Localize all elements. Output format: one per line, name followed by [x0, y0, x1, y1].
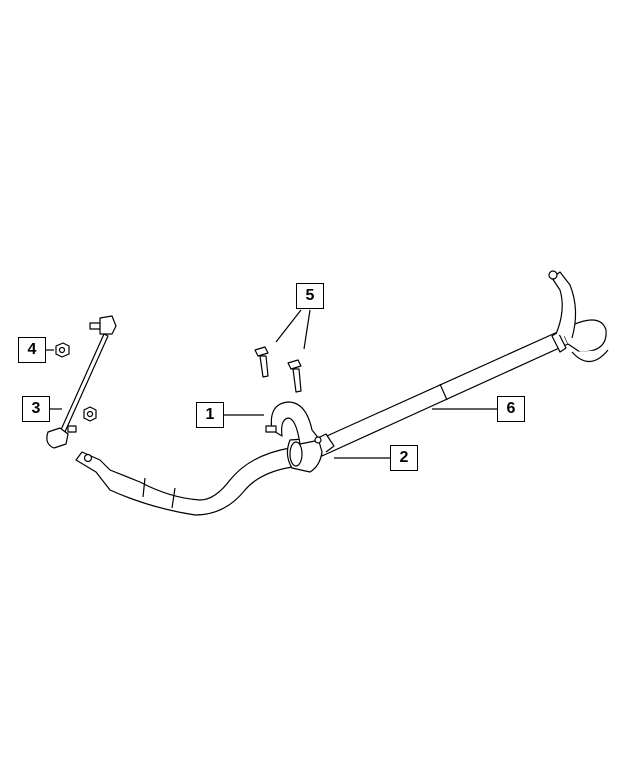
callout-4[interactable]: 4	[18, 337, 46, 363]
callout-6[interactable]: 6	[497, 396, 525, 422]
callout-5[interactable]: 5	[296, 283, 324, 309]
bolts	[254, 309, 311, 393]
bushing-clamp	[265, 401, 322, 445]
nuts	[55, 342, 97, 422]
callout-3[interactable]: 3	[22, 396, 50, 422]
callout-1[interactable]: 1	[196, 402, 224, 428]
stabilizer-bar	[75, 270, 609, 516]
callout-2[interactable]: 2	[390, 445, 418, 471]
stabilizer-link	[46, 315, 117, 449]
bushing	[286, 433, 335, 473]
leader-lines	[46, 349, 497, 459]
